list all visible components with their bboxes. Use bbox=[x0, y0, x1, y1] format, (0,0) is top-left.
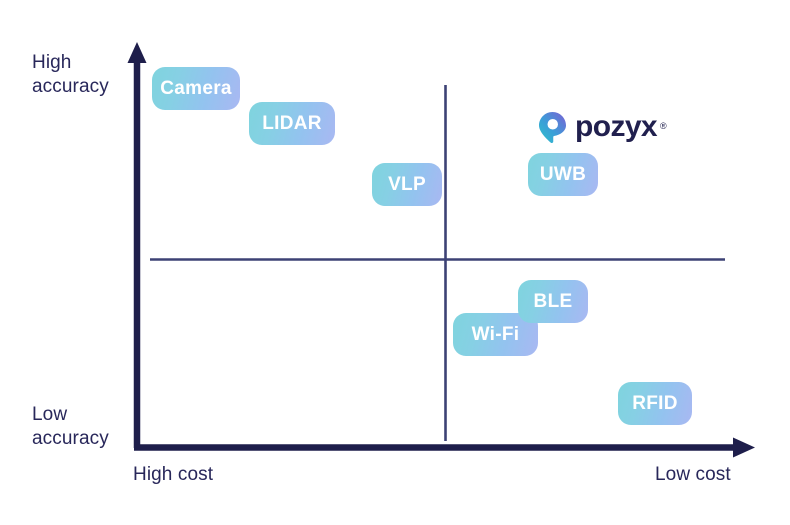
data-point-label: Wi-Fi bbox=[471, 323, 520, 345]
location-pin-icon bbox=[539, 111, 566, 143]
pozyx-wordmark-text: pozyx bbox=[575, 110, 658, 143]
x-axis-left-label: High cost bbox=[133, 464, 214, 485]
x-axis-arrowhead bbox=[733, 437, 755, 458]
registered-trademark-icon: ® bbox=[659, 121, 667, 131]
pozyx-logo: pozyx ® bbox=[539, 110, 667, 144]
data-point-label: BLE bbox=[533, 290, 573, 312]
y-axis-arrowhead bbox=[127, 42, 147, 63]
data-point-ble[interactable]: BLE bbox=[518, 280, 588, 323]
data-point-label: RFID bbox=[632, 392, 678, 414]
data-point-label: UWB bbox=[539, 163, 587, 185]
y-axis-bottom-label: Low accuracy bbox=[32, 404, 109, 449]
data-point-label: LIDAR bbox=[262, 112, 322, 134]
data-point-label: VLP bbox=[388, 173, 426, 195]
x-axis-right-label: Low cost bbox=[655, 464, 731, 485]
data-point-rfid[interactable]: RFID bbox=[618, 382, 692, 425]
data-point-uwb[interactable]: UWB bbox=[528, 153, 598, 196]
pozyx-wordmark: pozyx ® bbox=[575, 110, 667, 143]
data-point-label: Camera bbox=[160, 77, 232, 99]
y-axis-top-label: High accuracy bbox=[32, 52, 109, 97]
data-point-camera[interactable]: Camera bbox=[152, 67, 240, 110]
data-point-lidar[interactable]: LIDAR bbox=[249, 102, 335, 145]
data-point-vlp[interactable]: VLP bbox=[372, 163, 442, 206]
